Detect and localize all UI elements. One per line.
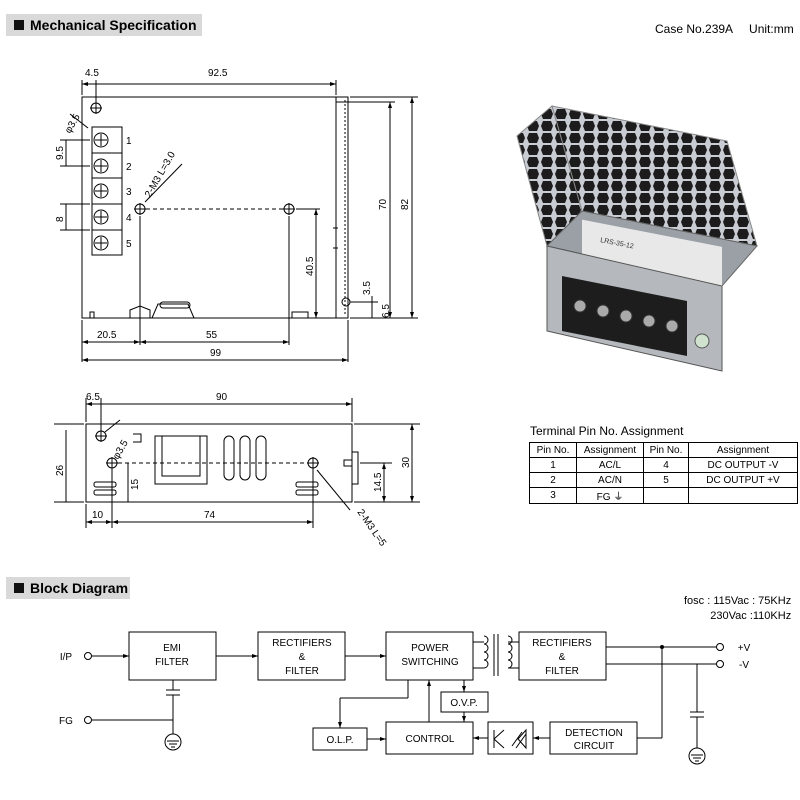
dim-55: 55 [206,330,218,341]
product-photo: LRS-35-12 [516,105,758,372]
terminal-number: 2 [126,162,132,173]
vplus-terminal [716,643,724,651]
terminal-number: 5 [126,239,132,250]
dim-20-5: 20.5 [97,330,117,341]
ip-label: I/P [60,652,73,663]
terminal-number: 1 [126,136,132,147]
power-label-2: SWITCHING [401,657,458,668]
ovp-label: O.V.P. [450,698,477,709]
block-diagram-title: Block Diagram [30,580,129,596]
control-label: CONTROL [406,734,455,745]
dim-6-5-top: 6.5 [381,304,392,318]
dim-side-10: 10 [92,510,104,521]
olp-label: O.L.P. [326,735,353,746]
vplus-label: +V [738,643,751,654]
terminal-screws [93,132,109,251]
ip-terminal [84,652,92,660]
dim-82: 82 [400,198,411,210]
top-view-arrows [82,82,414,362]
dim-8: 8 [55,216,66,222]
dim-side-74: 74 [204,510,216,521]
rect2-label-3: FILTER [545,666,579,677]
table-row: 1 AC/L 4 DC OUTPUT -V [529,457,798,473]
side-view-drawing [54,398,420,528]
cover-edge [336,96,349,319]
rect1-label-1: RECTIFIERS [272,638,332,649]
dim-9-5: 9.5 [55,146,66,160]
power-switching-block [385,631,474,681]
fosc-line-2: 230Vac :110KHz [710,610,792,622]
mechanical-spec-header: Mechanical Specification [6,14,202,36]
vminus-terminal [716,660,724,668]
table-header-row: Pin No. Assignment Pin No. Assignment [529,442,798,458]
detect-label-1: DETECTION [565,728,623,739]
transformer-icon [483,635,489,669]
terminal-block [91,126,123,256]
mechanical-spec-title: Mechanical Specification [30,17,197,33]
case-info: Case No.239A Unit:mm [655,22,794,36]
dim-side-6-5: 6.5 [86,392,100,403]
fosc-line-1: fosc : 115Vac : 75KHz [684,595,792,607]
dim-92-5: 92.5 [208,68,228,79]
table-cell: 3 [529,487,577,504]
detect-label-2: CIRCUIT [574,741,615,752]
side-view-arrows [86,402,414,524]
terminal-pin-table: Pin No. Assignment Pin No. Assignment 1 … [529,442,798,504]
psu-label [582,219,722,295]
dim-40-5: 40.5 [305,256,316,276]
dim-3-5: 3.5 [362,281,373,295]
dim-side-26: 26 [55,464,66,476]
output-ground-icon [688,747,706,765]
case-number: Case No.239A [655,22,734,36]
fg-ground-icon [164,733,182,751]
vminus-label: -V [739,660,749,671]
dim-99: 99 [210,348,222,359]
block-diagram-header: Block Diagram [6,577,130,599]
terminal-number: 3 [126,187,132,198]
dim-4-5: 4.5 [85,68,99,79]
side-view-outline [85,423,353,503]
table-row: 2 AC/N 5 DC OUTPUT +V [529,472,798,488]
rect1-label-3: FILTER [285,666,319,677]
dim-side-14-5: 14.5 [373,472,384,492]
header-square-icon [14,583,24,593]
dim-side-30: 30 [401,456,412,468]
table-cell [688,487,798,504]
power-label-1: POWER [411,643,449,654]
block-diagram-arrows [123,654,539,741]
fg-label: FG [59,716,73,727]
fosc-note: fosc : 115Vac : 75KHz 230Vac :110KHz [684,594,791,624]
rect1-label-2: & [299,652,306,663]
unit-label: Unit:mm [749,22,794,36]
emi-label-2: FILTER [155,657,189,668]
terminal-table-title: Terminal Pin No. Assignment [530,424,684,438]
rect2-label-2: & [559,652,566,663]
rect2-label-1: RECTIFIERS [532,638,592,649]
fg-terminal [84,716,92,724]
emi-label-1: EMI [163,643,181,654]
dim-side-90: 90 [216,392,228,403]
dim-70: 70 [378,198,389,210]
table-row: 3 FG ⏚ [529,487,798,504]
header-square-icon [14,20,24,30]
psu-led [694,333,710,349]
terminal-number: 4 [126,213,132,224]
dim-side-15: 15 [130,478,141,490]
rectifiers-filter-block-2 [518,631,607,681]
side-vent-large [154,435,208,485]
emi-filter-block [128,631,217,681]
